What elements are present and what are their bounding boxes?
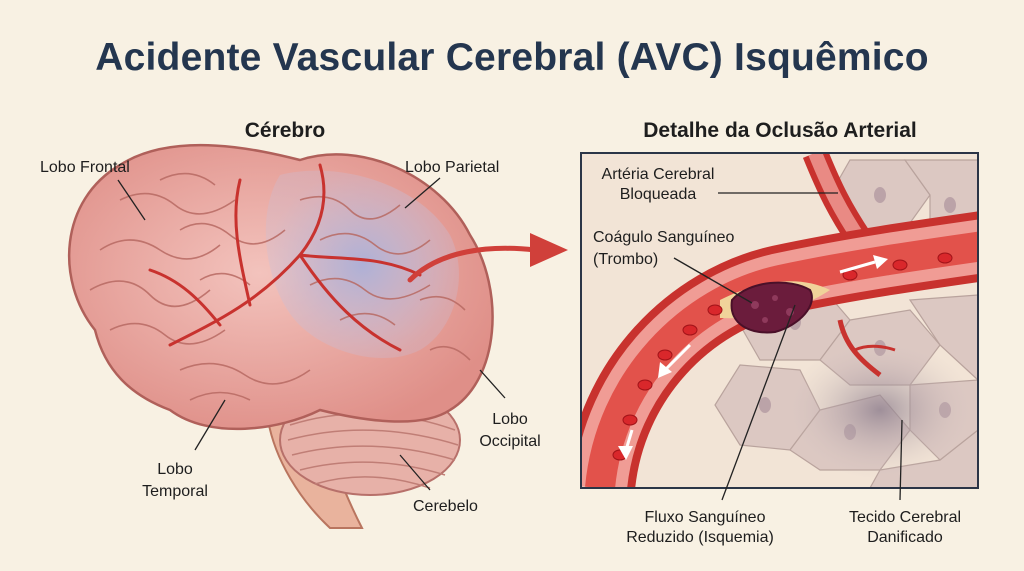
label-temporal-lobe-2: Temporal [142,483,208,500]
label-tissue-1: Tecido Cerebral [848,509,962,526]
label-cerebellum: Cerebelo [413,498,478,515]
label-artery-2: Bloqueada [619,186,697,203]
label-clot-2: (Trombo) [593,251,659,268]
detail-heading: Detalhe da Oclusão Arterial [643,119,917,142]
brain-heading: Cérebro [244,119,326,142]
label-flow-2: Reduzido (Isquemia) [626,529,774,546]
detail-frame [580,152,979,489]
label-parietal-lobe: Lobo Parietal [405,159,500,176]
label-temporal-lobe-1: Lobo [157,461,193,478]
label-tissue-2: Danificado [867,529,943,546]
page-title: Acidente Vascular Cerebral (AVC) Isquêmi… [95,36,929,79]
clot [730,281,813,334]
label-frontal-lobe: Lobo Frontal [40,159,130,176]
label-occipital-lobe-1: Lobo [492,411,528,428]
brain-illustration [67,143,568,529]
occlusion-detail [581,153,978,488]
label-flow-1: Fluxo Sanguíneo [644,509,766,526]
label-artery-1: Artéria Cerebral [601,166,715,183]
ischemic-region [265,170,459,359]
label-clot-1: Coágulo Sanguíneo [593,229,735,246]
arrow-icon [530,233,568,267]
label-occipital-lobe-2: Occipital [479,433,541,450]
